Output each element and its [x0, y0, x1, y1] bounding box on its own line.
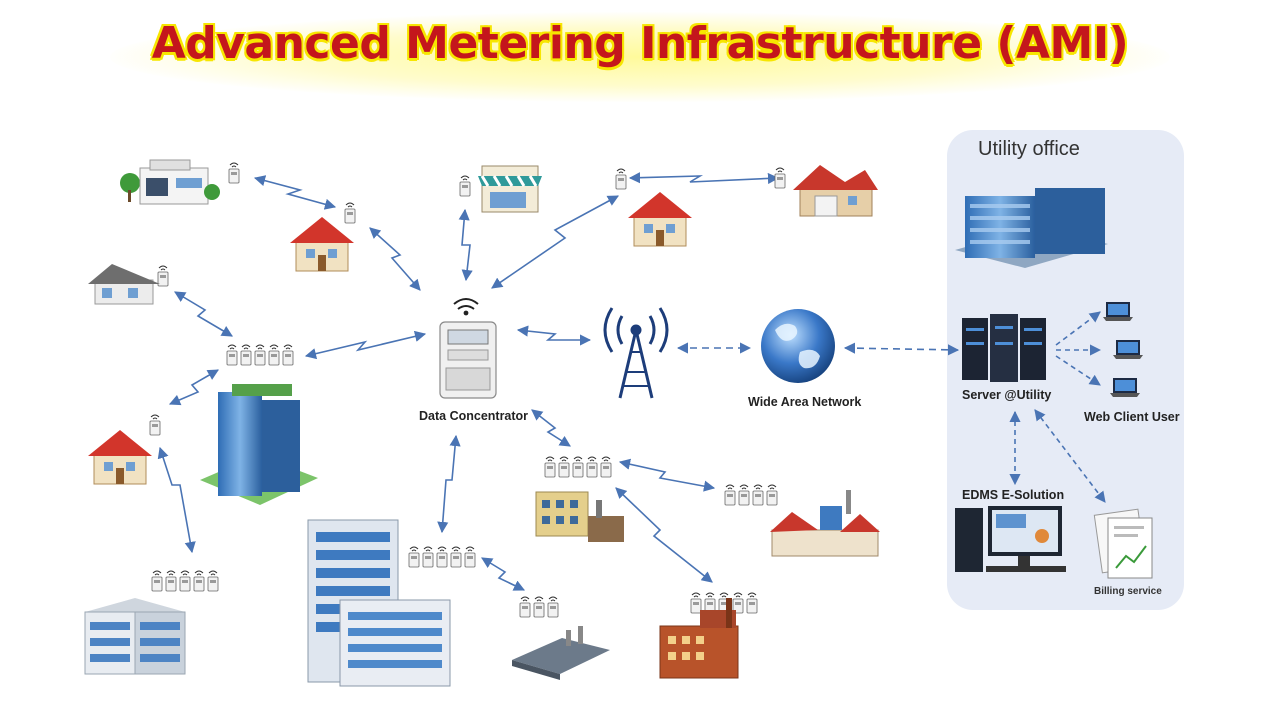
link-concentrator-industry: [531, 409, 571, 447]
edms-workstation-icon: [955, 506, 1066, 572]
link-shop-concentrator: [458, 208, 473, 282]
shop-icon: [478, 165, 542, 213]
house-icon-1: [289, 216, 355, 272]
meter-group-office: [151, 570, 219, 592]
meter-group-tower: [408, 546, 476, 568]
laptop-icon-2: [1113, 340, 1143, 359]
billing-label: Billing service: [1094, 586, 1162, 597]
link-house5-office: [157, 446, 196, 554]
house-icon-3: [793, 165, 878, 217]
link-house1-meter: [253, 175, 337, 210]
warehouse-icon: [512, 626, 610, 680]
brick-factory-icon: [659, 598, 739, 679]
industry-building-icon: [535, 491, 624, 542]
web-client-label: Web Client User: [1084, 410, 1180, 424]
meter-group-warehouse: [519, 596, 559, 618]
edms-label: EDMS E-Solution: [962, 488, 1065, 502]
server-label: Server @Utility: [962, 388, 1052, 402]
laptop-icon-1: [1103, 302, 1133, 321]
link-concentrator-tower: [516, 325, 592, 346]
link-house2-group: [174, 291, 233, 337]
house-icon-5: [87, 429, 153, 485]
billing-document-icon: [1093, 508, 1153, 579]
page-title: Advanced Metering Infrastructure (AMI): [151, 18, 1129, 69]
link-server-billing: [1034, 409, 1106, 503]
data-concentrator-label: Data Concentrator: [419, 409, 529, 423]
laptop-icon-3: [1110, 378, 1140, 397]
link-group-warehouse: [481, 557, 526, 591]
tall-building-icon: [307, 519, 451, 687]
house-icon-4: [88, 264, 160, 305]
data-concentrator-icon: [439, 298, 497, 399]
link-group-concentrator: [304, 330, 427, 360]
link-meter-concentrator-a: [369, 227, 421, 291]
link-concentrator-tower-building: [437, 434, 461, 534]
office-building-icon: [84, 598, 186, 675]
factory-right-icon: [770, 490, 880, 557]
meter-group-left: [226, 344, 294, 366]
link-group-house5: [168, 369, 219, 406]
link-group-factory-right: [618, 458, 716, 492]
utility-office-title: Utility office: [978, 138, 1080, 160]
wide-area-network-label: Wide Area Network: [748, 395, 862, 409]
title-glow: [110, 12, 1170, 102]
link-server-client3: [1055, 355, 1101, 386]
link-server-client1: [1055, 311, 1101, 346]
glass-tower-icon: [200, 384, 318, 505]
modern-house-icon: [120, 159, 220, 205]
utility-office-building-icon: [955, 188, 1108, 268]
meter-group-factory-right: [724, 484, 778, 506]
link-globe-server: [843, 342, 960, 356]
cell-tower-icon: [603, 307, 669, 399]
communication-links: [157, 172, 1106, 591]
link-meter-house4: [628, 172, 780, 185]
link-group-factory-bottom: [615, 487, 713, 583]
house-icon-2: [627, 191, 693, 247]
meter-group-industry: [544, 456, 612, 478]
server-rack-icon: [962, 314, 1046, 382]
link-house3-concentrator: [491, 195, 619, 289]
globe-icon: [761, 309, 835, 383]
